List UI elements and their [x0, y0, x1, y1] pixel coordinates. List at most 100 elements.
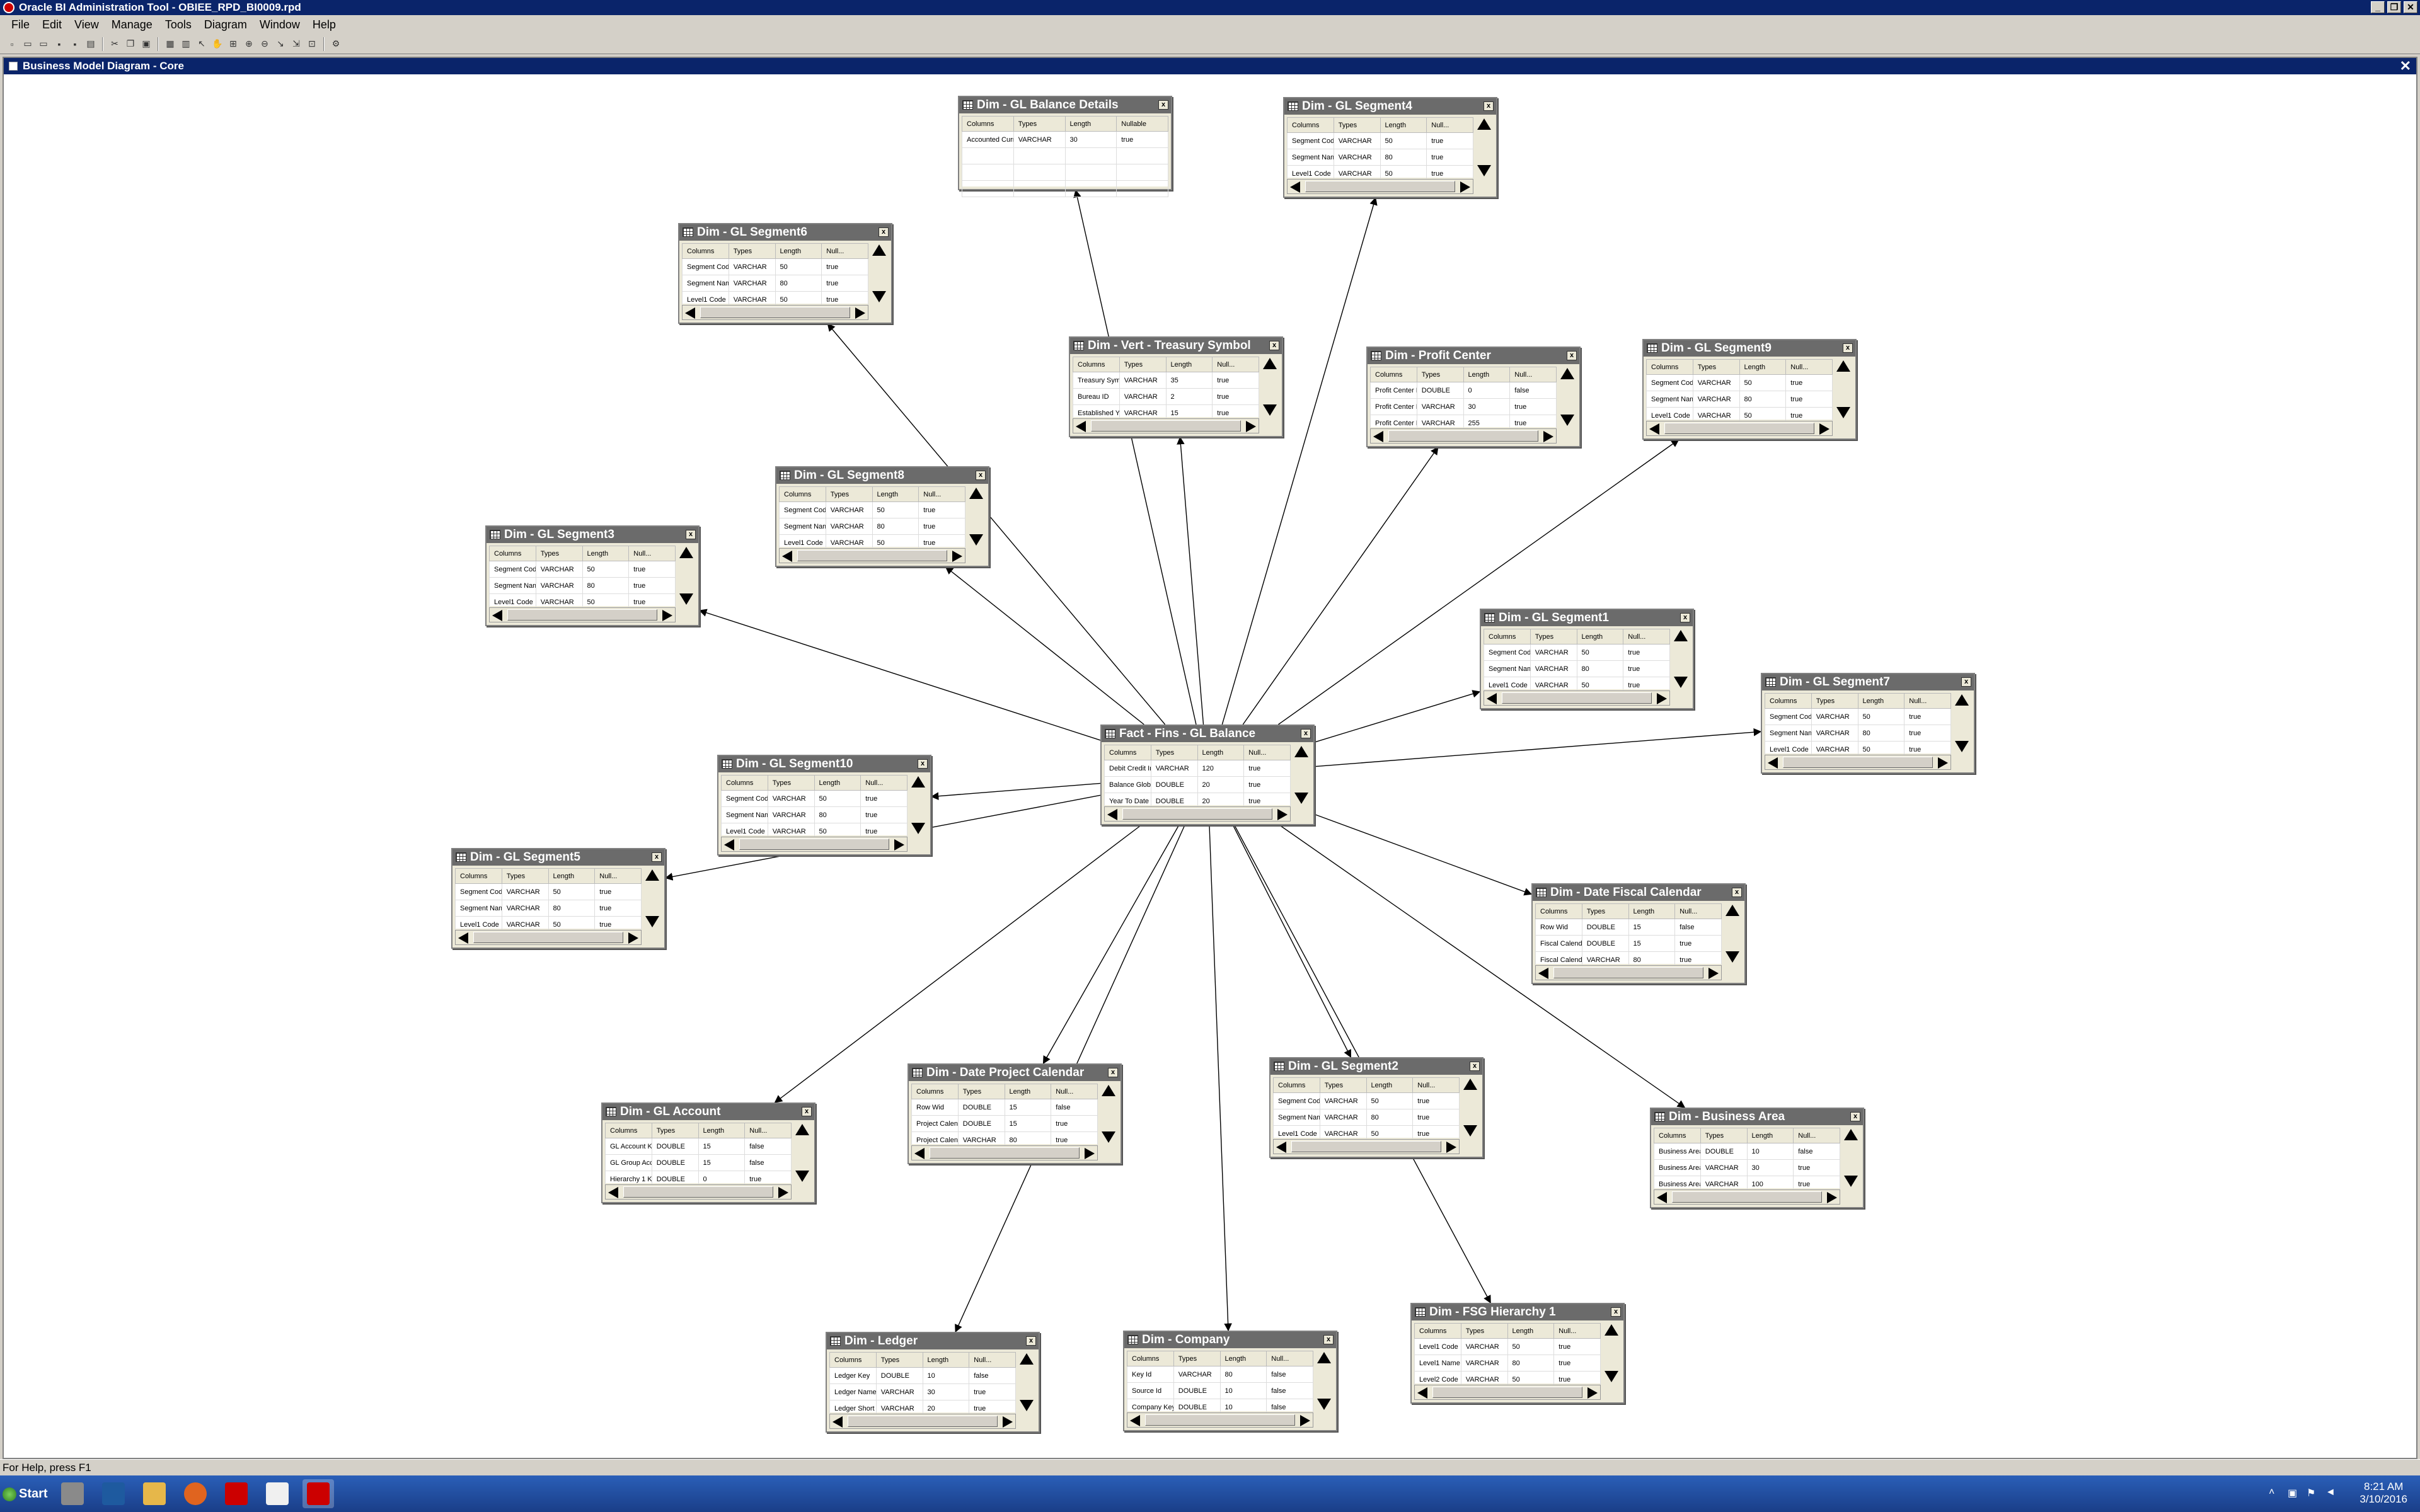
column-header[interactable]: Null... — [1212, 357, 1259, 372]
column-header[interactable]: Length — [1219, 1351, 1267, 1366]
table-row[interactable]: Debit Credit IndicatorVARCHAR120true — [1104, 760, 1291, 777]
horizontal-scrollbar[interactable] — [1127, 1412, 1313, 1428]
scroll-left-icon[interactable] — [1076, 421, 1086, 432]
scroll-down-icon[interactable] — [1020, 1400, 1034, 1411]
menu-window[interactable]: Window — [259, 18, 300, 31]
column-header[interactable]: Columns — [779, 486, 826, 502]
column-header[interactable]: Columns — [1073, 357, 1120, 372]
scroll-down-icon[interactable] — [1294, 793, 1308, 804]
scroll-left-icon[interactable] — [1107, 809, 1117, 820]
table-close-icon[interactable]: x — [918, 759, 928, 769]
scroll-thumb[interactable] — [473, 932, 623, 943]
scroll-up-icon[interactable] — [872, 244, 886, 256]
save-all-icon[interactable]: ▪ — [73, 38, 77, 49]
table-close-icon[interactable]: x — [1567, 351, 1577, 360]
table-close-icon[interactable]: x — [976, 471, 986, 480]
column-header[interactable]: Columns — [455, 868, 502, 884]
column-header[interactable]: Types — [1460, 1323, 1508, 1339]
scroll-right-icon[interactable] — [1246, 421, 1256, 432]
table-row[interactable]: Profit Center NumberVARCHAR30true — [1370, 398, 1557, 415]
horizontal-scrollbar[interactable] — [779, 548, 965, 563]
column-header[interactable]: Types — [1811, 693, 1858, 709]
scroll-left-icon[interactable] — [1130, 1415, 1140, 1426]
column-header[interactable]: Columns — [605, 1123, 652, 1138]
horizontal-scrollbar[interactable] — [455, 930, 642, 945]
column-header[interactable]: Null... — [969, 1352, 1016, 1368]
server-manager-icon[interactable] — [57, 1479, 88, 1508]
menu-tools[interactable]: Tools — [164, 18, 192, 31]
check-in-icon[interactable]: ▦ — [166, 38, 175, 49]
table-close-icon[interactable]: x — [1470, 1062, 1480, 1071]
scroll-thumb[interactable] — [1783, 757, 1933, 768]
horizontal-scrollbar[interactable] — [1273, 1139, 1460, 1154]
table-close-icon[interactable]: x — [879, 227, 889, 237]
scroll-left-icon[interactable] — [1290, 181, 1300, 193]
scroll-left-icon[interactable] — [782, 551, 792, 562]
horizontal-scrollbar[interactable] — [1104, 806, 1291, 822]
column-header[interactable]: Types — [1173, 1351, 1221, 1366]
auto-layout-icon[interactable]: ⊡ — [308, 38, 316, 49]
scroll-thumb[interactable] — [1672, 1191, 1822, 1203]
menu-view[interactable]: View — [74, 18, 99, 31]
scroll-down-icon[interactable] — [1674, 677, 1688, 688]
vertical-scrollbar[interactable] — [1723, 903, 1742, 964]
scroll-up-icon[interactable] — [1726, 905, 1739, 916]
column-header[interactable]: Types — [1333, 117, 1381, 133]
scroll-right-icon[interactable] — [1460, 181, 1470, 193]
vertical-scrollbar[interactable] — [1834, 359, 1853, 420]
vertical-scrollbar[interactable] — [1558, 367, 1577, 427]
column-header[interactable]: Length — [1739, 359, 1787, 375]
scroll-up-icon[interactable] — [1463, 1079, 1477, 1090]
scroll-up-icon[interactable] — [645, 869, 659, 881]
horizontal-scrollbar[interactable] — [911, 1145, 1098, 1160]
scroll-right-icon[interactable] — [1819, 423, 1829, 435]
column-header[interactable]: Columns — [1765, 693, 1812, 709]
horizontal-scrollbar[interactable] — [1484, 690, 1670, 706]
vertical-scrollbar[interactable] — [1292, 745, 1311, 805]
scroll-left-icon[interactable] — [1538, 968, 1548, 979]
column-header[interactable]: Length — [1628, 903, 1676, 919]
column-header[interactable]: Columns — [1287, 117, 1334, 133]
scroll-left-icon[interactable] — [1276, 1142, 1286, 1153]
save-icon[interactable]: ▪ — [57, 38, 61, 49]
table-close-icon[interactable]: x — [1732, 888, 1742, 897]
horizontal-scrollbar[interactable] — [489, 607, 676, 622]
table-row[interactable]: Project Calendar WidDOUBLE15true — [911, 1115, 1098, 1132]
join-line[interactable] — [1221, 197, 1378, 725]
column-header[interactable]: Types — [1692, 359, 1740, 375]
cut-icon[interactable]: ✂ — [111, 38, 118, 49]
scroll-down-icon[interactable] — [1726, 951, 1739, 963]
scroll-up-icon[interactable] — [1477, 118, 1491, 130]
column-header[interactable]: Columns — [1414, 1323, 1461, 1339]
vertical-scrollbar[interactable] — [1602, 1323, 1621, 1383]
menu-manage[interactable]: Manage — [111, 18, 153, 31]
column-header[interactable]: Types — [767, 775, 815, 791]
scroll-left-icon[interactable] — [1657, 1192, 1667, 1203]
new-icon[interactable]: ▫ — [10, 38, 14, 49]
column-header[interactable]: Length — [1857, 693, 1905, 709]
table-close-icon[interactable]: x — [1611, 1307, 1621, 1317]
join-line[interactable] — [1073, 189, 1197, 725]
vertical-scrollbar[interactable] — [1260, 357, 1279, 417]
column-header[interactable]: Length — [922, 1352, 970, 1368]
scroll-up-icon[interactable] — [795, 1124, 809, 1135]
table-row[interactable]: Business Area NumberVARCHAR30true — [1654, 1159, 1840, 1176]
